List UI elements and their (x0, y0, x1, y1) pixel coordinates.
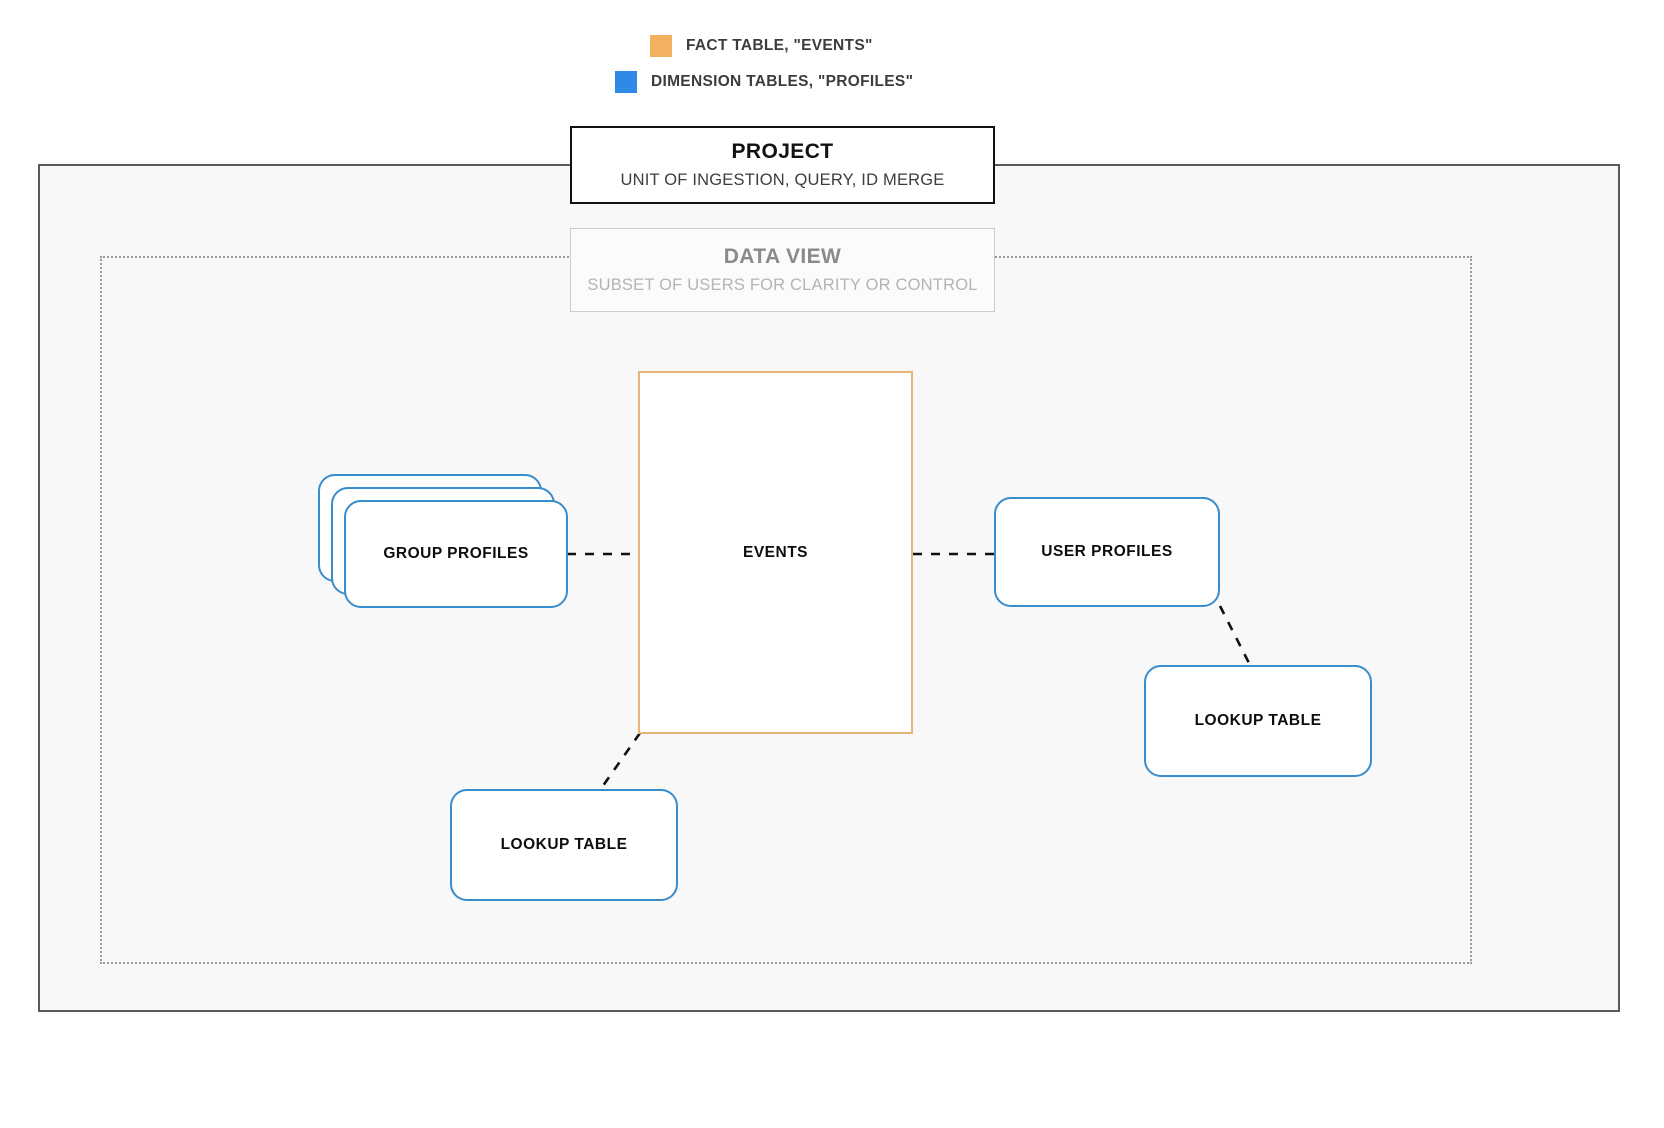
project-title-box: PROJECT UNIT OF INGESTION, QUERY, ID MER… (570, 126, 995, 204)
node-group-profiles[interactable]: GROUP PROFILES (318, 474, 568, 608)
square-swatch-orange-icon (650, 35, 672, 57)
node-lookup-table-left-label: LOOKUP TABLE (500, 836, 628, 853)
data-view-title: DATA VIEW (723, 244, 842, 268)
legend-label-dimension-tables: DIMENSION TABLES, "PROFILES" (651, 73, 914, 90)
project-subtitle: UNIT OF INGESTION, QUERY, ID MERGE (620, 170, 945, 189)
project-title: PROJECT (731, 139, 834, 163)
legend-item-dimension-tables: DIMENSION TABLES, "PROFILES" (615, 71, 913, 93)
group-profiles-card-front[interactable]: GROUP PROFILES (344, 500, 568, 608)
node-user-profiles[interactable]: USER PROFILES (994, 497, 1220, 607)
node-lookup-table-right-label: LOOKUP TABLE (1194, 712, 1322, 729)
legend-label-fact-table: FACT TABLE, "EVENTS" (686, 37, 873, 54)
square-swatch-blue-icon (615, 71, 637, 93)
data-view-title-box: DATA VIEW SUBSET OF USERS FOR CLARITY OR… (570, 228, 995, 312)
node-events[interactable]: EVENTS (638, 371, 913, 734)
node-lookup-table-right[interactable]: LOOKUP TABLE (1144, 665, 1372, 777)
legend-item-fact-table: FACT TABLE, "EVENTS" (650, 35, 873, 57)
node-user-profiles-label: USER PROFILES (1041, 543, 1173, 560)
data-view-subtitle: SUBSET OF USERS FOR CLARITY OR CONTROL (587, 275, 978, 294)
node-events-label: EVENTS (742, 543, 808, 561)
node-group-profiles-label: GROUP PROFILES (383, 545, 529, 562)
node-lookup-table-left[interactable]: LOOKUP TABLE (450, 789, 678, 901)
